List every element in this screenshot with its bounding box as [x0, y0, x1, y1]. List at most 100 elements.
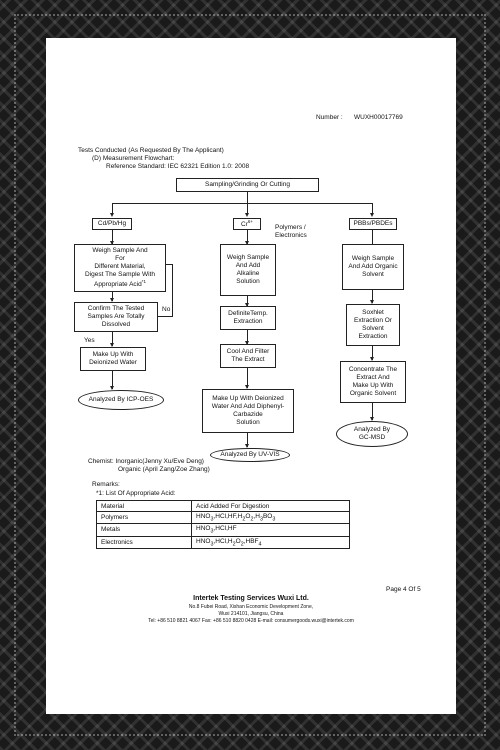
flow-step-line: Dissolved [101, 321, 131, 329]
flow-step-sampling: Sampling/Grinding Or Cutting [176, 178, 319, 192]
flow-step-line: Solution [236, 419, 260, 427]
table-header-material: Material [96, 500, 192, 512]
table-row: Metals HNO3,HCl,HF [96, 523, 350, 537]
company-name: Intertek Testing Services Wuxi Ltd. [193, 595, 309, 602]
flow-step-text: Weigh Sample And For Different Material,… [85, 247, 155, 290]
arrow-icon [244, 385, 249, 389]
arrow-icon [109, 298, 114, 302]
flow-step-line: The Extract [231, 356, 265, 363]
flow-header-text: Cd/Pb/Hg [97, 219, 127, 227]
connector-line [372, 203, 373, 215]
arrow-icon [109, 213, 114, 217]
flow-step-text: Make Up With Deionized Water [89, 351, 137, 367]
connector-line [112, 230, 113, 244]
table-header-acid: Acid Added For Digestion [191, 500, 350, 512]
flow-result-text: Analyzed By GC-MSD [354, 426, 390, 442]
flow-step-line: Carbazide [233, 411, 263, 418]
flow-step-line: Make Up With [352, 382, 394, 389]
flow-header-cd-pb-hg: Cd/Pb/Hg [92, 218, 132, 230]
flow-step-line: Appropriate Acid*1 [85, 279, 155, 289]
flow-step-line: Extraction [233, 318, 263, 325]
flow-step-line: Alkaline [236, 270, 260, 277]
connector-line [158, 316, 172, 317]
table-cell-acid: HNO3,HCl,H2O2,HBF4 [191, 535, 350, 549]
flow-step-line: Make Up With [92, 350, 134, 358]
arrow-icon [244, 241, 249, 245]
flow-step-text: Concentrate The Extract And Make Up With… [349, 366, 397, 399]
flow-result-line: Analyzed By [353, 425, 391, 433]
flow-step-line: DefiniteTemp. [228, 309, 268, 317]
flow-step-alkaline: Weigh Sample And Add Alkaline Solution [220, 244, 276, 296]
table-cell-material: Electronics [96, 535, 192, 549]
flow-step-make-up-water: Make Up With Deionized Water [80, 347, 146, 371]
arrow-icon [369, 213, 374, 217]
flow-result-icp-oes: Analyzed By ICP-OES [78, 390, 164, 410]
company-contact: Tel: +86 510 8821 4067 Fax: +86 510 8820… [148, 618, 354, 624]
flow-step-cool-filter: Cool And Filter The Extract [220, 344, 276, 368]
connector-line [372, 290, 373, 303]
decision-no-label: No [162, 306, 171, 313]
flow-step-line-text: Appropriate Acid [94, 281, 142, 289]
flow-header-text: PBBs/PBDEs [353, 219, 393, 227]
flow-header-text: Cr6+ [241, 219, 253, 229]
connector-line [112, 292, 113, 301]
connector-line [112, 371, 113, 389]
chemist-organic: Organic (April Zang/Zoe Zhang) [118, 466, 210, 473]
arrow-icon [109, 241, 114, 245]
flow-step-text: DefiniteTemp. Extraction [228, 310, 268, 326]
flow-step-line: Solvent [362, 325, 384, 332]
connector-line [172, 264, 173, 317]
flow-step-line: Solvent [362, 271, 384, 279]
flow-step-extraction: DefiniteTemp. Extraction [220, 306, 276, 330]
connector-line [247, 296, 248, 306]
connector-line [247, 433, 248, 447]
flow-result-gc-msd: Analyzed By GC-MSD [336, 421, 408, 447]
flow-step-digest: Weigh Sample And For Different Material,… [74, 244, 166, 292]
flow-step-line: Cool And Filter [226, 347, 270, 355]
arrow-icon [244, 213, 249, 217]
table-cell-material: Metals [96, 523, 192, 537]
flow-step-diphenylcarbazide: Make Up With Deionized Water And Add Dip… [202, 389, 294, 433]
flow-step-line: Different Material, [94, 262, 146, 270]
arrow-icon [244, 341, 249, 345]
flow-step-line: Samples Are Totally [87, 312, 145, 320]
flow-step-line: Digest The Sample With [85, 270, 155, 278]
flow-step-confirm-dissolved: Confirm The Tested Samples Are Totally D… [74, 302, 158, 332]
flow-step-line: And Add [235, 261, 261, 269]
cr-oxidation-state: 6+ [247, 218, 253, 224]
company-address-line2: Wuxi 214101, Jiangsu, China [218, 611, 284, 617]
chemist-inorganic: Chemist: Inorganic(Jenny Xu/Eve Deng) [88, 458, 204, 465]
cr6-scope-line1: Polymers / [275, 224, 306, 231]
flow-header-pbbs-pbdes: PBBs/PBDEs [349, 218, 397, 230]
flow-step-line: Weigh Sample [226, 253, 270, 261]
footnote-marker: *1 [141, 279, 146, 285]
flow-step-line: Extract And [356, 373, 390, 381]
flow-step-line: For [115, 254, 125, 262]
flow-step-soxhlet: Soxhlet Extraction Or Solvent Extraction [346, 304, 400, 346]
flow-step-line: Make Up With Deionized [212, 394, 284, 402]
flow-step-text: Make Up With Deionized Water And Add Dip… [212, 395, 284, 428]
remarks-title: Remarks: [92, 481, 120, 488]
flow-result-line: GC-MSD [358, 434, 386, 441]
table-row: Polymers HNO3,HCl,HF,H2O2,H3BO3 [96, 510, 350, 525]
table-cell-material: Polymers [96, 510, 192, 525]
connector-line [247, 203, 248, 215]
flow-step-line: Extraction [358, 333, 388, 341]
flow-step-organic-solvent: Weigh Sample And Add Organic Solvent [342, 244, 404, 290]
arrow-icon [244, 444, 249, 448]
flow-result-uv-vis: Analyzed By UV-VIS [210, 448, 290, 462]
flow-step-text: Soxhlet Extraction Or Solvent Extraction [354, 309, 392, 342]
flow-step-line: Concentrate The [348, 365, 398, 373]
reference-standard: Reference Standard: IEC 62321 Edition 1.… [106, 163, 250, 170]
company-address-line1: No.8 Fubei Road, Xishan Economic Develop… [188, 604, 314, 610]
table-header-row: Material Acid Added For Digestion [96, 500, 350, 512]
arrow-icon [369, 417, 374, 421]
flow-step-line: Organic Solvent [349, 390, 397, 398]
cr-symbol: Cr [241, 221, 248, 229]
flow-step-line: Solution [236, 278, 260, 286]
flow-step-line: And Add Organic [348, 262, 398, 270]
connector-line [372, 403, 373, 420]
flow-step-text: Sampling/Grinding Or Cutting [205, 180, 290, 188]
flow-step-line: Soxhlet [362, 308, 384, 316]
table-cell-acid: HNO3,HCl,HF,H2O2,H3BO3 [191, 510, 350, 525]
